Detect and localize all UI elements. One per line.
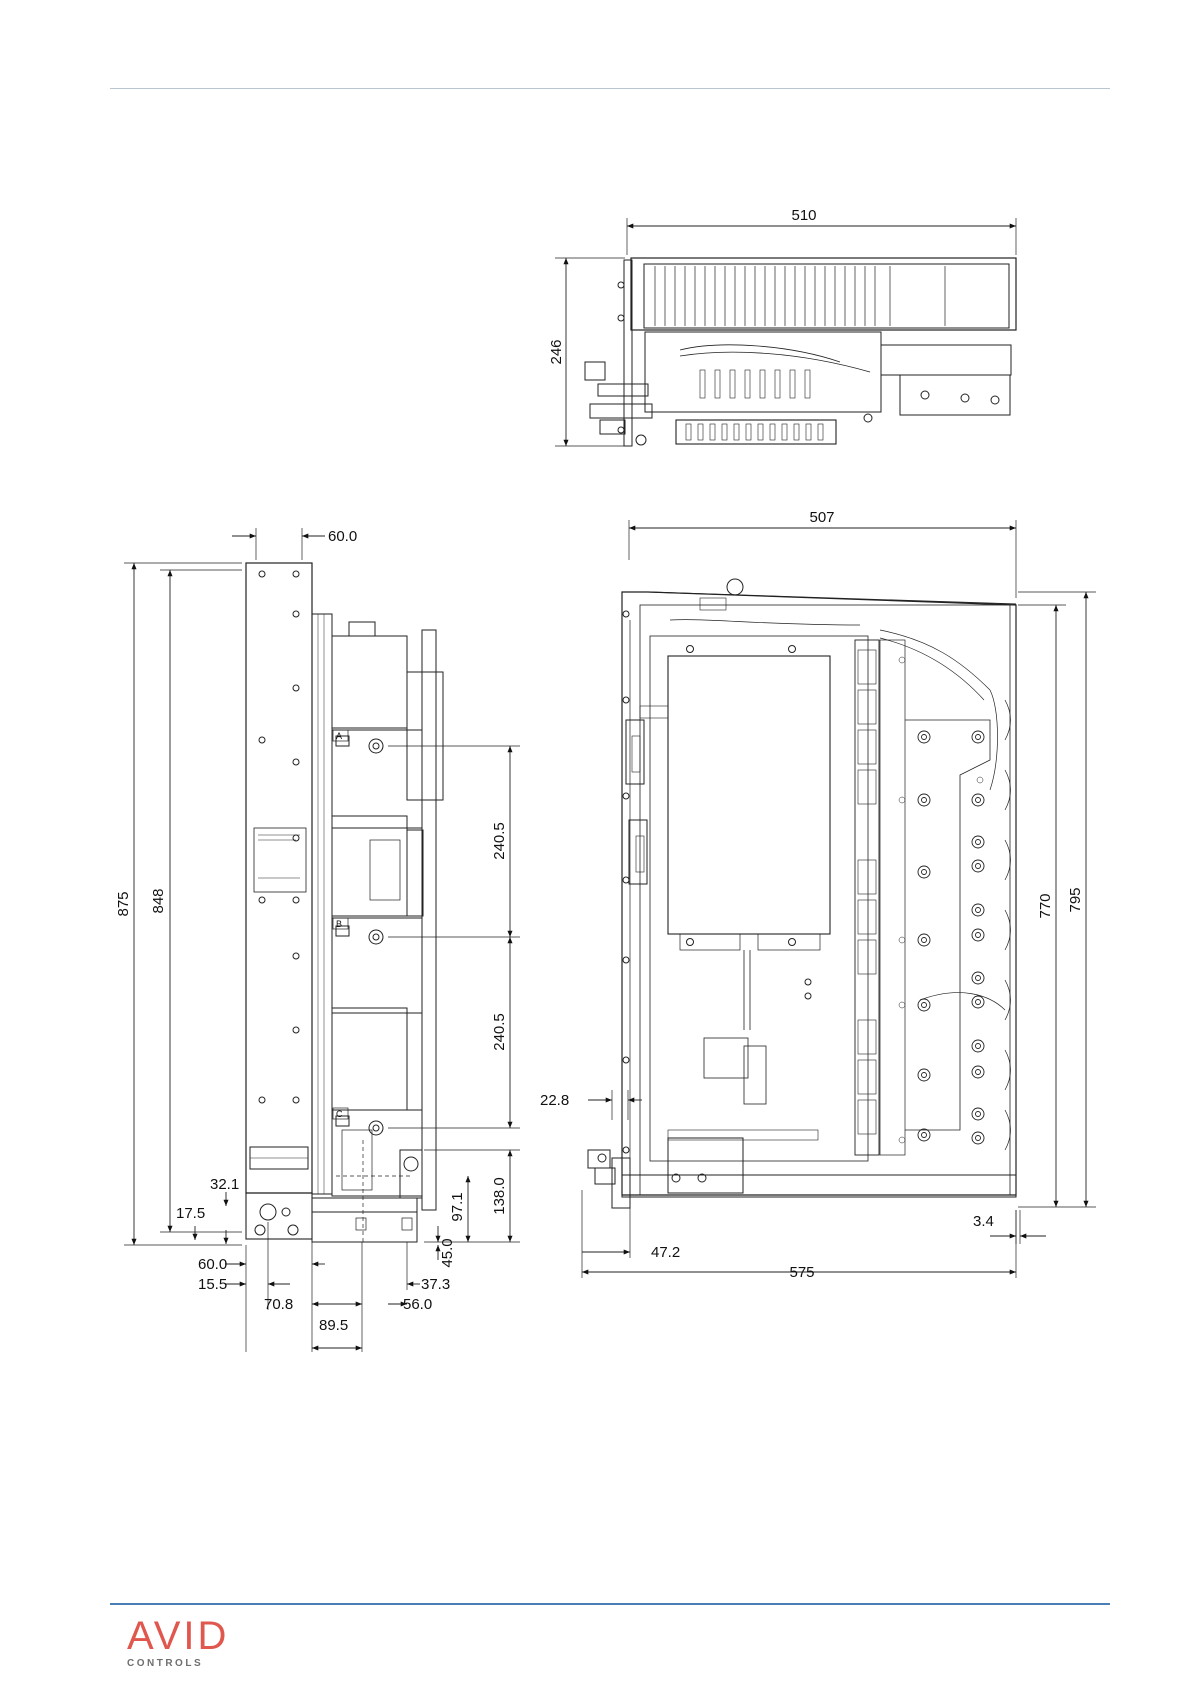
dim-side-left-base: 60.0 xyxy=(198,1256,227,1273)
dim-side-term-b: 89.5 xyxy=(319,1317,348,1334)
dim-top-height: 246 xyxy=(548,339,565,364)
dim-side-left-hole: 15.5 xyxy=(198,1276,227,1293)
dim-side-base-height: 138.0 xyxy=(491,1177,508,1215)
top-view xyxy=(555,218,1016,446)
dim-front-outer-height: 795 xyxy=(1067,887,1084,912)
logo-wordmark: AVID xyxy=(127,1616,229,1656)
avid-controls-logo: AVID CONTROLS xyxy=(127,1616,229,1669)
dim-front-inner-height: 770 xyxy=(1037,893,1054,918)
dim-front-side-offset: 22.8 xyxy=(540,1092,569,1109)
dim-side-top-offset: 60.0 xyxy=(328,528,357,545)
dim-front-left-flange: 47.2 xyxy=(651,1244,680,1261)
logo-subtitle: CONTROLS xyxy=(127,1658,229,1669)
panel-label-a: A xyxy=(336,731,342,741)
dim-side-pitch-1: 240.5 xyxy=(491,822,508,860)
dim-side-height: 848 xyxy=(150,888,167,913)
side-view xyxy=(124,528,520,1352)
panel-labels: A B C xyxy=(333,730,348,1119)
footer-rule xyxy=(110,1603,1110,1605)
dimension-labels: 510 246 60.0 875 848 240.5 240.5 138.0 9… xyxy=(115,207,1084,1334)
front-view xyxy=(582,520,1096,1278)
panel-label-b: B xyxy=(336,919,342,929)
dim-front-overall-width: 575 xyxy=(789,1264,814,1281)
dim-side-hole-height: 32.1 xyxy=(210,1176,239,1193)
dim-side-overall-height: 875 xyxy=(115,891,132,916)
dim-front-width: 507 xyxy=(809,509,834,526)
dim-side-term-d: 37.3 xyxy=(421,1276,450,1293)
dim-side-terminal-height: 97.1 xyxy=(449,1192,466,1221)
dim-side-term-c: 56.0 xyxy=(403,1296,432,1313)
dim-side-hole-offset: 17.5 xyxy=(176,1205,205,1222)
dim-side-bottom-offset: 45.0 xyxy=(439,1238,456,1267)
dim-top-width: 510 xyxy=(791,207,816,224)
dim-side-pitch-2: 240.5 xyxy=(491,1013,508,1051)
panel-label-c: C xyxy=(336,1109,343,1119)
dim-front-right-gap: 3.4 xyxy=(973,1213,994,1230)
dim-side-term-a: 70.8 xyxy=(264,1296,293,1313)
